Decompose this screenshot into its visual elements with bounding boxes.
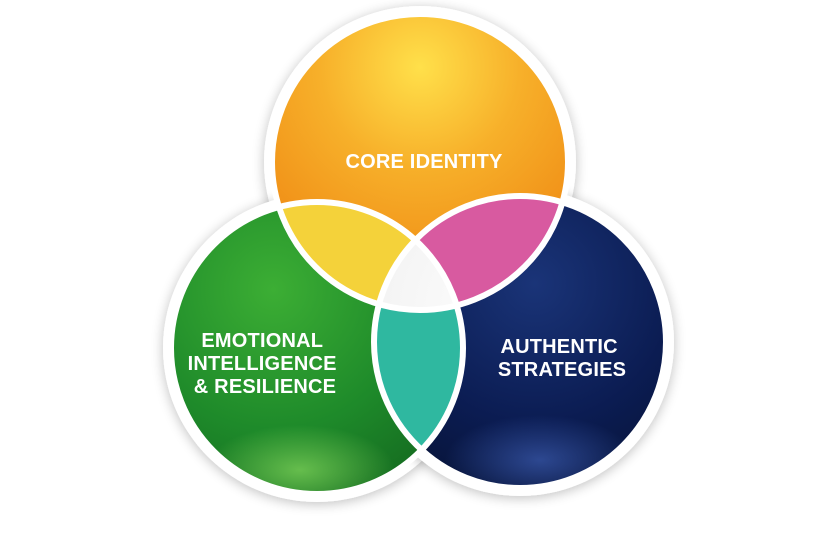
label-emotional-line-2: INTELLIGENCE — [188, 353, 337, 375]
label-emotional-intelligence: EMOTIONAL INTELLIGENCE & RESILIENCE — [188, 330, 343, 398]
label-authentic-strategies: AUTHENTIC STRATEGIES — [498, 336, 626, 381]
label-core-identity: CORE IDENTITY — [345, 151, 503, 173]
overlap-core-authentic — [374, 196, 568, 310]
label-authentic-line-1: AUTHENTIC — [500, 336, 617, 358]
label-emotional-line-1: EMOTIONAL — [201, 330, 322, 352]
circle-outlines — [168, 11, 669, 497]
label-core-identity-line: CORE IDENTITY — [345, 151, 503, 173]
label-authentic-line-2: STRATEGIES — [498, 359, 626, 381]
label-emotional-line-3: & RESILIENCE — [194, 376, 336, 398]
